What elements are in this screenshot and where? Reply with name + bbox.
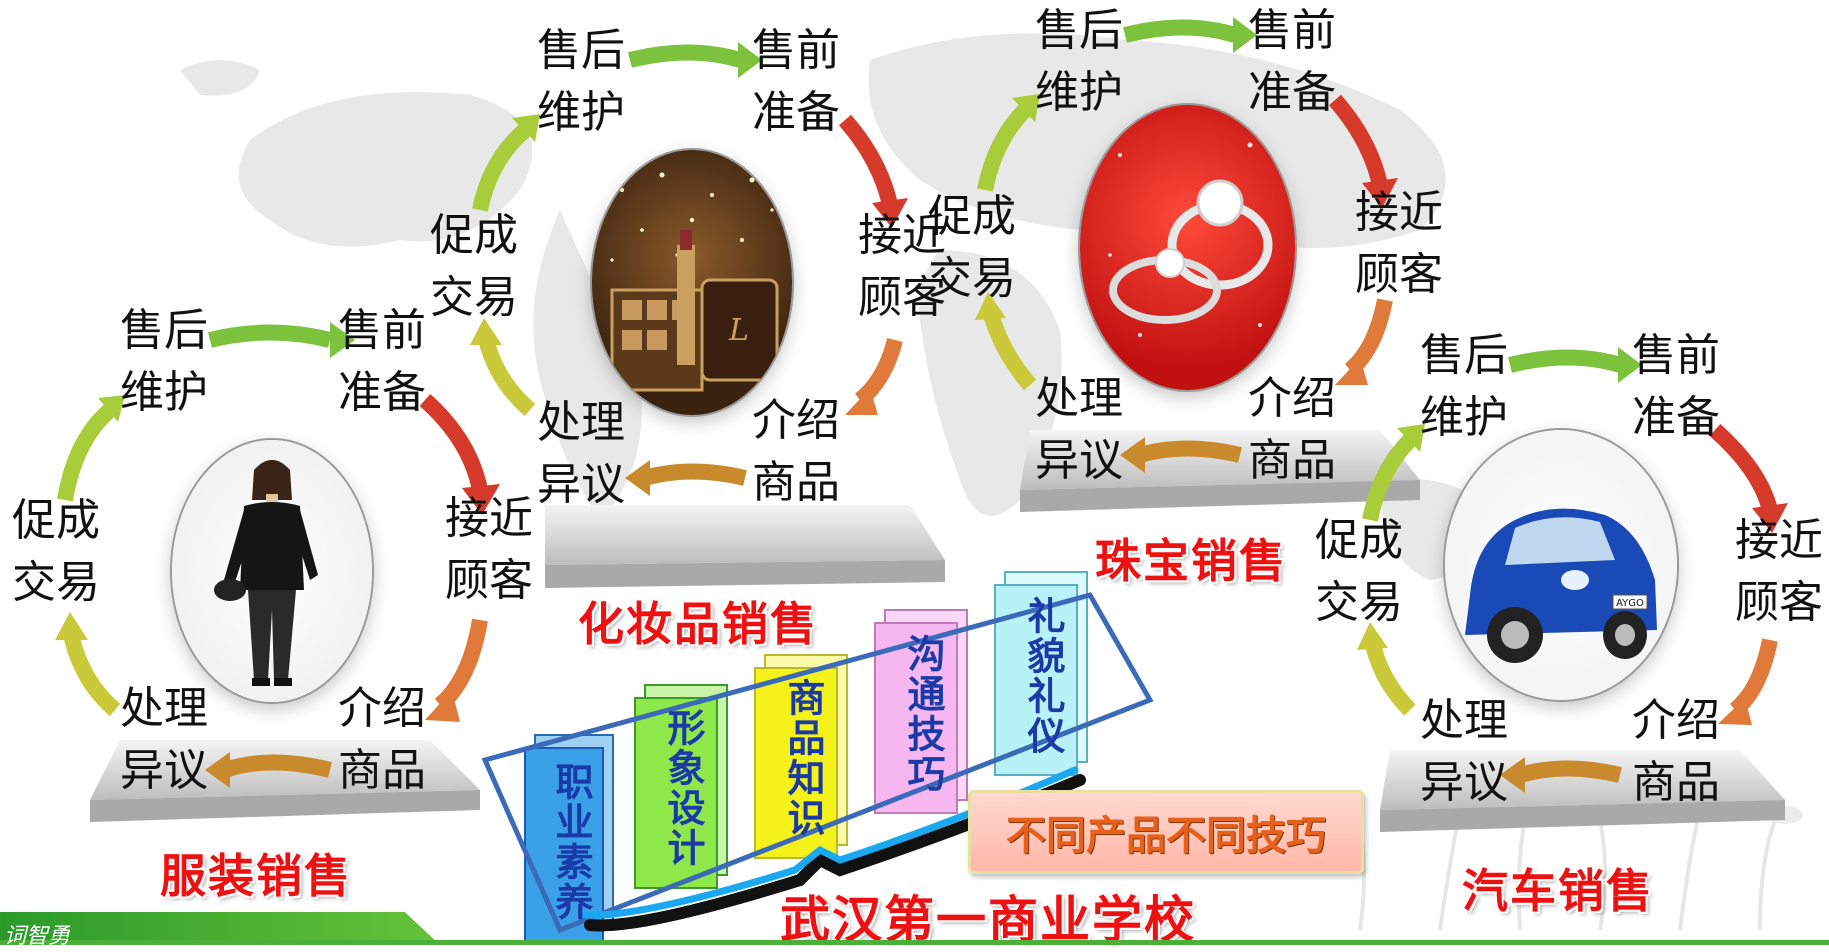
book-label-4: 沟通技巧 [901, 634, 945, 794]
label-pre-sales-car: 售前 准备 [1632, 330, 1720, 443]
arrow-after-to-pre [1123, 17, 1257, 53]
arrow-pre-to-approach [419, 394, 500, 515]
cosmetics-set-icon: L [610, 172, 779, 392]
footer-line [0, 940, 1829, 945]
title-car: 汽车销售 [1462, 864, 1654, 918]
platform-car [1380, 750, 1785, 832]
label-introduce-jewelry: 介绍 商品 [1248, 373, 1336, 486]
arrow-pre-to-approach [1709, 424, 1788, 533]
label-approach-car: 接近 顾客 [1735, 515, 1823, 628]
diamond-rings-icon [1108, 142, 1273, 337]
book-2 [634, 684, 728, 889]
book-label-1: 职业素养 [549, 762, 593, 922]
car-photo: AYGO [1445, 430, 1677, 700]
arrow-objection-to-close [975, 292, 1037, 391]
label-introduce-car: 介绍 商品 [1632, 695, 1720, 808]
book-label-5: 礼貌礼仪 [1021, 596, 1065, 756]
school-name: 武汉第一商业学校 [780, 891, 1196, 949]
label-objection-jewelry: 处理 异议 [1035, 373, 1123, 486]
label-objection-clothing: 处理 异议 [120, 683, 208, 796]
arrow-introduce-to-objection [625, 460, 747, 496]
platform-jewelry [1020, 430, 1420, 512]
car-badge: AYGO [1616, 598, 1644, 609]
arrow-approach-to-introduce [845, 337, 903, 415]
cosmetics-photo: L [592, 150, 792, 415]
book-3 [754, 654, 848, 859]
blue-car-icon: AYGO [1465, 508, 1657, 663]
label-approach-cosmetics: 接近 顾客 [858, 210, 946, 323]
label-after-sales-cosmetics: 售后 维护 [537, 25, 625, 138]
platform-cosmetics [545, 505, 945, 588]
arrow-close-to-after [57, 395, 125, 502]
arrow-close-to-after [472, 114, 540, 212]
label-approach-clothing: 接近 顾客 [445, 493, 533, 606]
arrow-close-to-after [1362, 424, 1425, 522]
book-label-2: 形象设计 [661, 708, 705, 868]
label-pre-sales-cosmetics: 售前 准备 [752, 25, 840, 138]
arrow-introduce-to-objection [1500, 757, 1622, 793]
label-close-jewelry: 促成 交易 [928, 191, 1016, 304]
arrow-approach-to-introduce [1718, 638, 1778, 725]
title-clothing: 服装销售 [160, 849, 352, 903]
title-cosmetics: 化妆品销售 [578, 597, 818, 651]
label-after-sales-car: 售后 维护 [1420, 330, 1508, 443]
label-pre-sales-clothing: 售前 准备 [338, 305, 426, 418]
arrow-objection-to-close [470, 318, 536, 417]
book-label-3: 商品知识 [781, 678, 825, 838]
tag-text: 不同产品不同技巧 [1006, 813, 1326, 859]
arrow-pre-to-approach [838, 114, 908, 228]
arrow-after-to-pre [1508, 347, 1642, 383]
label-introduce-clothing: 介绍 商品 [338, 683, 426, 796]
label-introduce-cosmetics: 介绍 商品 [752, 395, 840, 508]
arrow-objection-to-close [55, 612, 121, 717]
label-objection-car: 处理 异议 [1420, 695, 1508, 808]
arrow-introduce-to-objection [205, 752, 332, 788]
label-objection-cosmetics: 处理 异议 [537, 397, 625, 510]
clothing-photo [172, 440, 372, 702]
arrow-introduce-to-objection [1120, 437, 1242, 473]
arrow-close-to-after [977, 94, 1040, 192]
tag-box: 不同产品不同技巧 [968, 790, 1364, 874]
woman-figure-icon [214, 460, 318, 686]
arrow-pre-to-approach [1328, 94, 1398, 208]
label-pre-sales-jewelry: 售前 准备 [1248, 5, 1336, 118]
svg-text:L: L [728, 313, 749, 348]
jewelry-photo [1080, 105, 1295, 390]
footer-author: 词智勇 [4, 924, 71, 949]
label-after-sales-clothing: 售后 维护 [120, 305, 208, 418]
footer-bar [0, 912, 440, 945]
arrow-approach-to-introduce [425, 618, 488, 722]
arrow-approach-to-introduce [1335, 298, 1393, 385]
label-approach-jewelry: 接近 顾客 [1355, 187, 1443, 300]
label-close-cosmetics: 促成 交易 [430, 210, 518, 323]
label-close-clothing: 促成 交易 [12, 495, 100, 608]
arrow-after-to-pre [208, 322, 355, 358]
arrow-objection-to-close [1357, 622, 1416, 716]
title-jewelry: 珠宝销售 [1095, 534, 1287, 588]
arrow-after-to-pre [628, 42, 762, 78]
label-after-sales-jewelry: 售后 维护 [1035, 5, 1123, 118]
label-close-car: 促成 交易 [1315, 515, 1403, 628]
